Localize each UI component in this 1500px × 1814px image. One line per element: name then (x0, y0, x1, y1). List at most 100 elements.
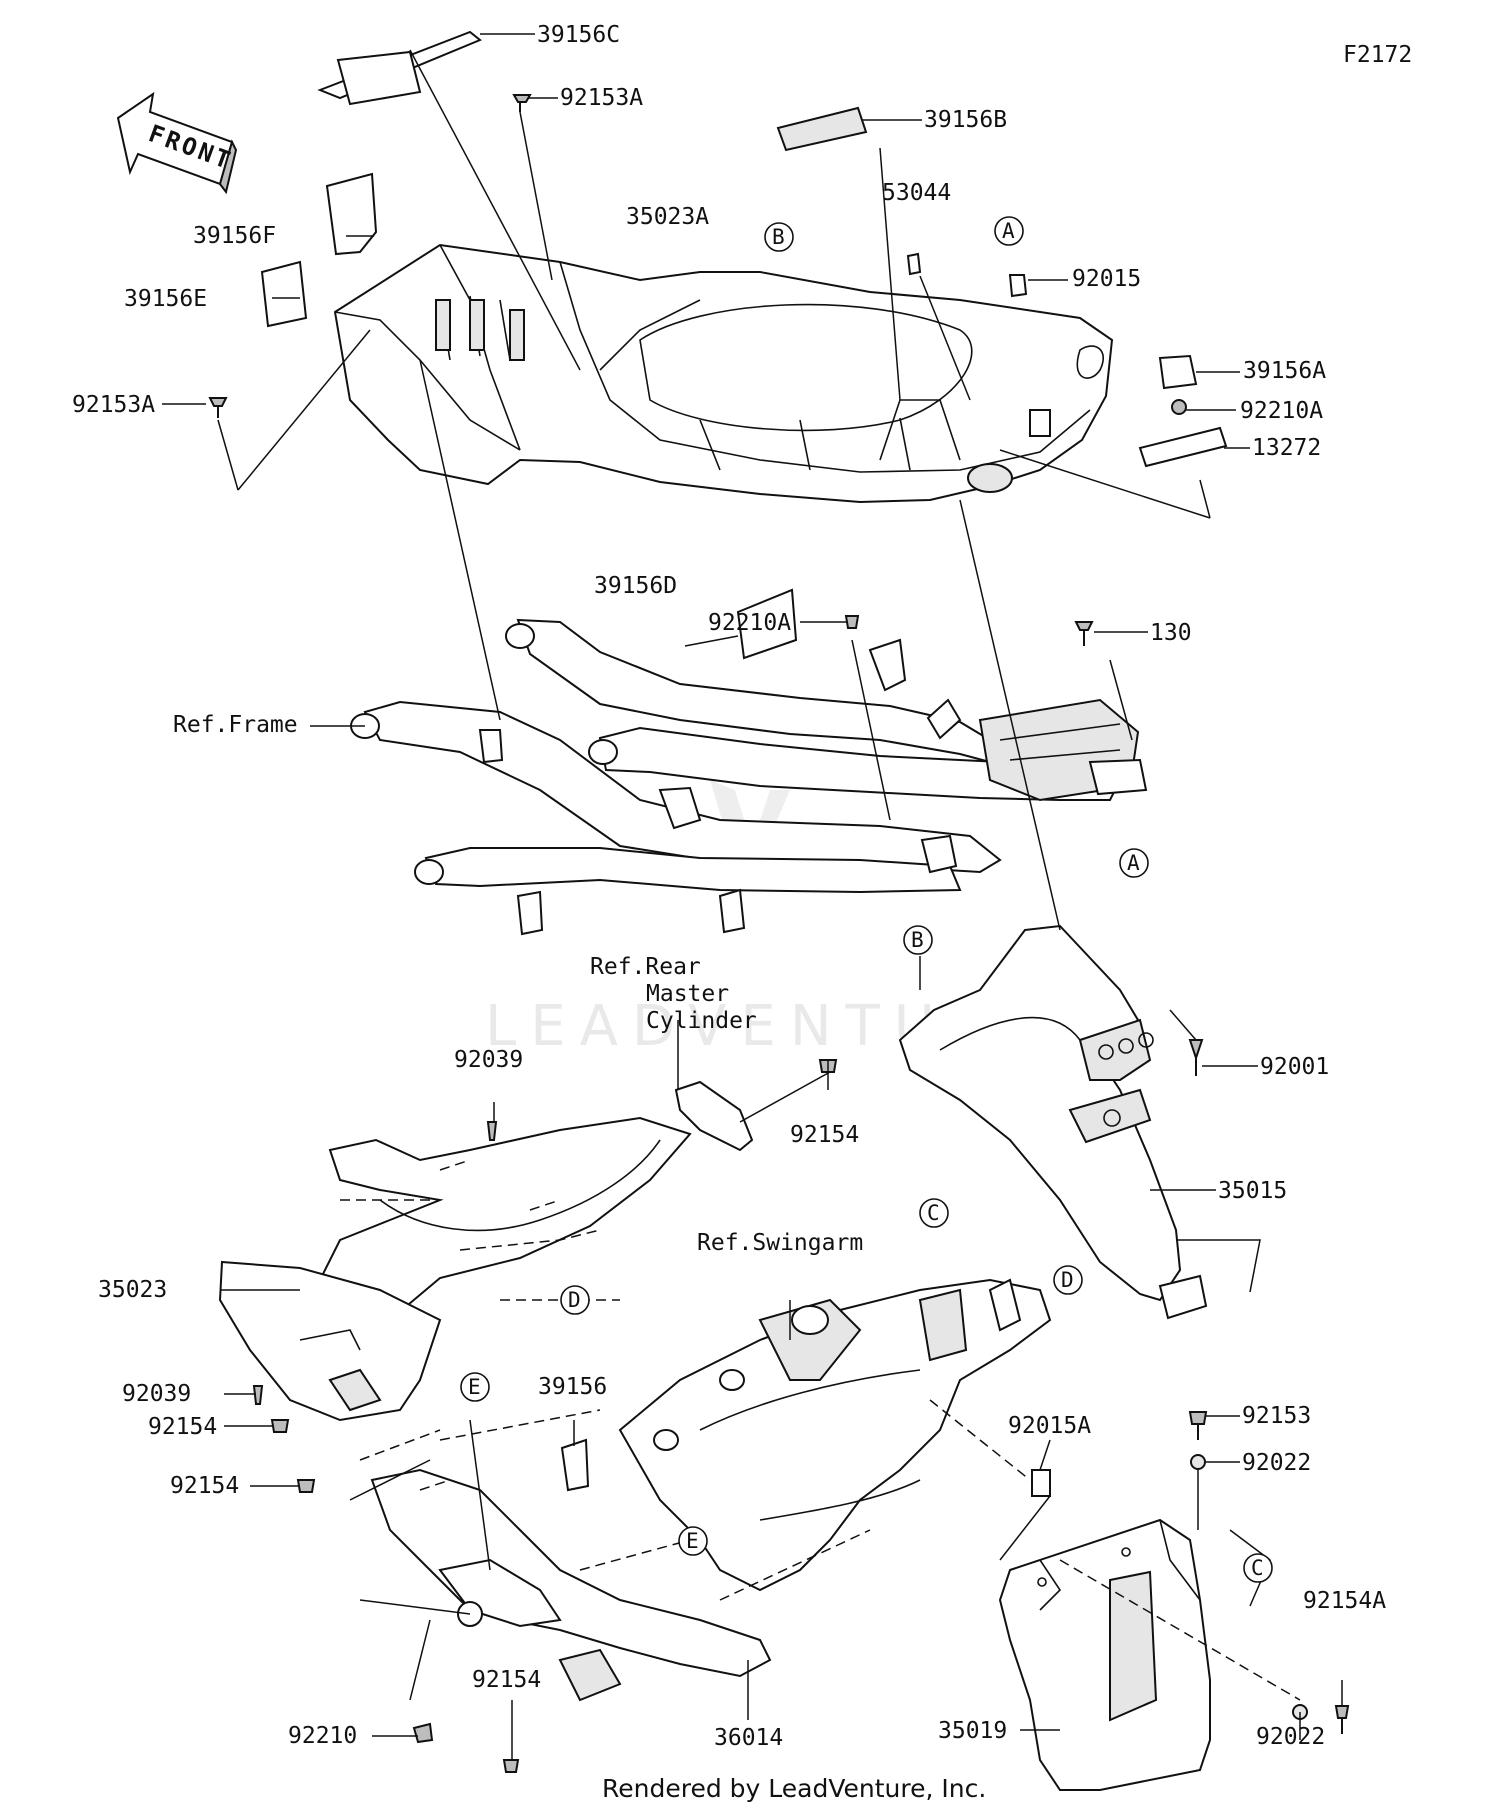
label-35019: 35019 (938, 1718, 1007, 1744)
bolt-130 (1074, 621, 1094, 646)
label-92210A-right: 92210A (1240, 398, 1323, 424)
bolt-92154-left1 (270, 1419, 290, 1433)
part-labels: 39156C 92153A 39156B 39156F 35023A 53044… (72, 22, 1386, 1751)
pad-39156E (260, 260, 308, 328)
svg-text:C: C (1251, 1556, 1264, 1580)
clip-92039-top (486, 1121, 498, 1141)
label-92154-top: 92154 (790, 1122, 859, 1148)
master-cylinder-bracket (674, 1080, 754, 1152)
label-92001: 92001 (1260, 1054, 1329, 1080)
label-92154A: 92154A (1303, 1588, 1386, 1614)
pad-39156 (560, 1438, 590, 1492)
svg-text:D: D (568, 1288, 581, 1312)
diagram-code: F2172 (1343, 42, 1412, 68)
label-35015: 35015 (1218, 1178, 1287, 1204)
callout-E-left: E (460, 1372, 490, 1402)
callout-D-left: D (560, 1285, 590, 1315)
svg-text:E: E (468, 1375, 481, 1399)
callout-B-top: B (764, 222, 794, 252)
callout-D-right: D (1053, 1265, 1083, 1295)
svg-text:C: C (927, 1201, 940, 1225)
mud-flap-35019 (998, 1518, 1211, 1791)
label-ref-swingarm: Ref.Swingarm (697, 1230, 863, 1256)
callout-E-mid: E (678, 1526, 708, 1556)
grommet-92015 (1008, 274, 1028, 298)
label-92154-bottom: 92154 (472, 1667, 541, 1693)
chain-guard-36014 (370, 1468, 772, 1702)
label-35023: 35023 (98, 1277, 167, 1303)
bolt-92153A-left (208, 397, 228, 418)
label-92153: 92153 (1242, 1403, 1311, 1429)
rear-frame (350, 618, 1148, 936)
reference-callouts: A B A B C D D E (460, 216, 1273, 1583)
label-92153A-left: 92153A (72, 392, 155, 418)
label-92153A-top: 92153A (560, 85, 643, 111)
label-92210A-mid: 92210A (708, 610, 791, 636)
bolt-92153A-top (512, 94, 532, 112)
collar-92015A (1031, 1469, 1051, 1497)
bolt-92153 (1188, 1411, 1208, 1440)
bolt-92001 (1188, 1039, 1204, 1076)
collar-39156A (1158, 354, 1198, 390)
svg-text:A: A (1002, 219, 1015, 243)
svg-text:D: D (1061, 1268, 1074, 1292)
front-arrow-icon: FRONT (116, 91, 238, 195)
bolt-92154-bottom (502, 1759, 520, 1773)
swingarm (618, 1278, 1052, 1592)
svg-text:B: B (772, 225, 785, 249)
label-92015A: 92015A (1008, 1413, 1091, 1439)
label-53044: 53044 (882, 180, 951, 206)
nut-92210A (1171, 399, 1187, 415)
nut-92210A-frame (844, 615, 860, 629)
bolt-92154-left2 (296, 1479, 316, 1493)
callout-A-top: A (994, 216, 1024, 246)
pad-39156B (776, 106, 868, 152)
svg-text:A: A (1127, 851, 1140, 875)
label-92022-top: 92022 (1242, 1450, 1311, 1476)
label-13272: 13272 (1252, 435, 1321, 461)
label-92154-left1: 92154 (148, 1414, 217, 1440)
svg-text:E: E (686, 1529, 699, 1553)
label-92210: 92210 (288, 1723, 357, 1749)
label-130: 130 (1150, 620, 1192, 646)
label-ref-rear-3: Cylinder (646, 1008, 757, 1034)
label-36014: 36014 (714, 1725, 783, 1751)
leader-lines (162, 33, 1343, 1760)
label-ref-frame: Ref.Frame (173, 712, 298, 738)
label-ref-rear-2: Master (646, 981, 729, 1007)
pad-39156D (736, 588, 798, 660)
label-39156: 39156 (538, 1374, 607, 1400)
label-39156E: 39156E (124, 286, 207, 312)
pad-39156F (325, 172, 378, 256)
label-35023A: 35023A (626, 204, 709, 230)
pad-39156C-body (336, 50, 422, 106)
label-ref-rear-1: Ref.Rear (590, 954, 701, 980)
clip-53044 (906, 252, 922, 276)
svg-text:B: B (911, 928, 924, 952)
callout-C-bottom: C (1243, 1553, 1273, 1583)
callout-A-mid: A (1119, 848, 1149, 878)
label-39156D: 39156D (594, 573, 677, 599)
label-92039-top: 92039 (454, 1047, 523, 1073)
callout-B-mid: B (903, 925, 933, 955)
label-39156F: 39156F (193, 223, 276, 249)
nut-92210 (412, 1722, 434, 1744)
label-92039-left: 92039 (122, 1381, 191, 1407)
bolt-92154A (1334, 1705, 1350, 1734)
storage-tray-35023A (333, 243, 1114, 504)
washer-92022-top (1190, 1454, 1206, 1470)
label-39156A: 39156A (1243, 358, 1326, 384)
dashed-guides (359, 1229, 1301, 1701)
clip-92039-left (252, 1385, 264, 1405)
callout-C-top: C (919, 1198, 949, 1228)
label-92022-bottom: 92022 (1256, 1724, 1325, 1750)
chain-cover-35023 (218, 1116, 692, 1422)
label-39156C: 39156C (537, 22, 620, 48)
label-92015: 92015 (1072, 266, 1141, 292)
rear-fender-35015 (898, 924, 1208, 1320)
label-39156B: 39156B (924, 107, 1007, 133)
plate-13272 (1138, 426, 1228, 468)
label-92154-left2: 92154 (170, 1473, 239, 1499)
